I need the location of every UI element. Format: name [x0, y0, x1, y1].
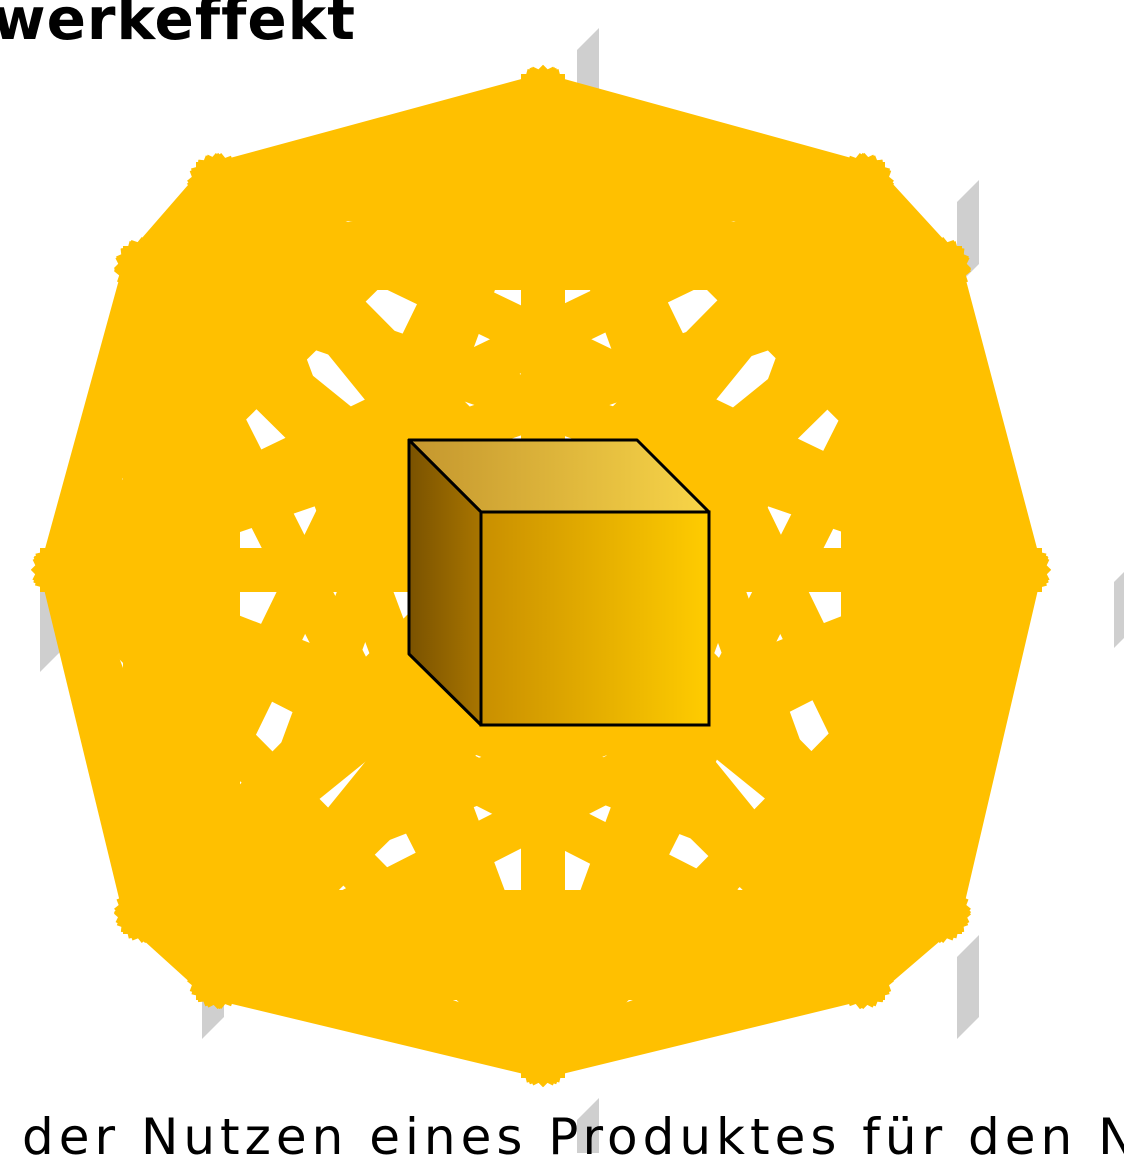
connector-shadow-3 [1114, 560, 1124, 648]
gold-cube-icon [409, 440, 709, 725]
connector-shadow-4 [957, 935, 979, 1039]
cube-front-face [481, 512, 709, 725]
bottom-text: der Nutzen eines Produktes für den Nu [22, 1112, 1124, 1162]
